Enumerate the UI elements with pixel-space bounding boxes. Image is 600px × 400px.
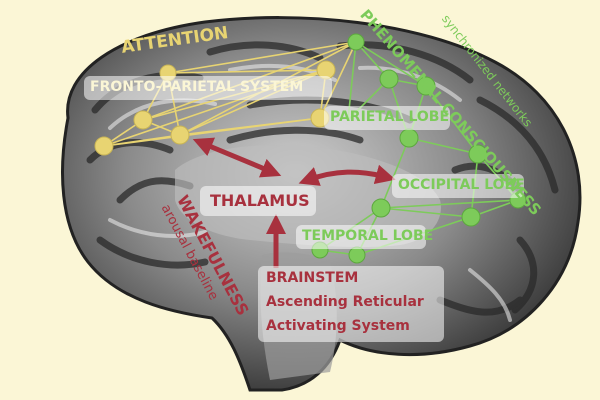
brainstem-box [258,266,444,342]
temporal-lobe-label: TEMPORAL LOBE [302,228,434,244]
thalamus-label: THALAMUS [210,191,310,210]
consciousness-node [468,144,488,164]
thalamus-box [200,186,316,216]
brainstem-label: BRAINSTEM [266,270,359,286]
consciousness-node [347,33,365,51]
attention-node [133,110,153,130]
consciousness-node [371,198,391,218]
parietal-box [324,106,450,130]
occipital-box [392,174,524,198]
parietal-lobe-label: PARIETAL LOBE [330,109,450,125]
ascending-reticular-label: Ascending Reticular [266,294,424,310]
activating-system-label: Activating System [266,318,410,334]
occipital-lobe-label: OCCIPITAL LOBE [398,177,525,193]
fronto-parietal-box [84,76,332,100]
temporal-box [296,225,426,249]
consciousness-node [399,128,419,148]
consciousness-node [379,69,399,89]
attention-node [94,136,114,156]
consciousness-node [416,76,436,96]
wakefulness-arrows [192,137,396,268]
consciousness-node [461,207,481,227]
attention-node [170,125,190,145]
consciousness-node [348,246,366,264]
fronto-parietal-label: FRONTO-PARIETAL SYSTEM [90,79,304,95]
